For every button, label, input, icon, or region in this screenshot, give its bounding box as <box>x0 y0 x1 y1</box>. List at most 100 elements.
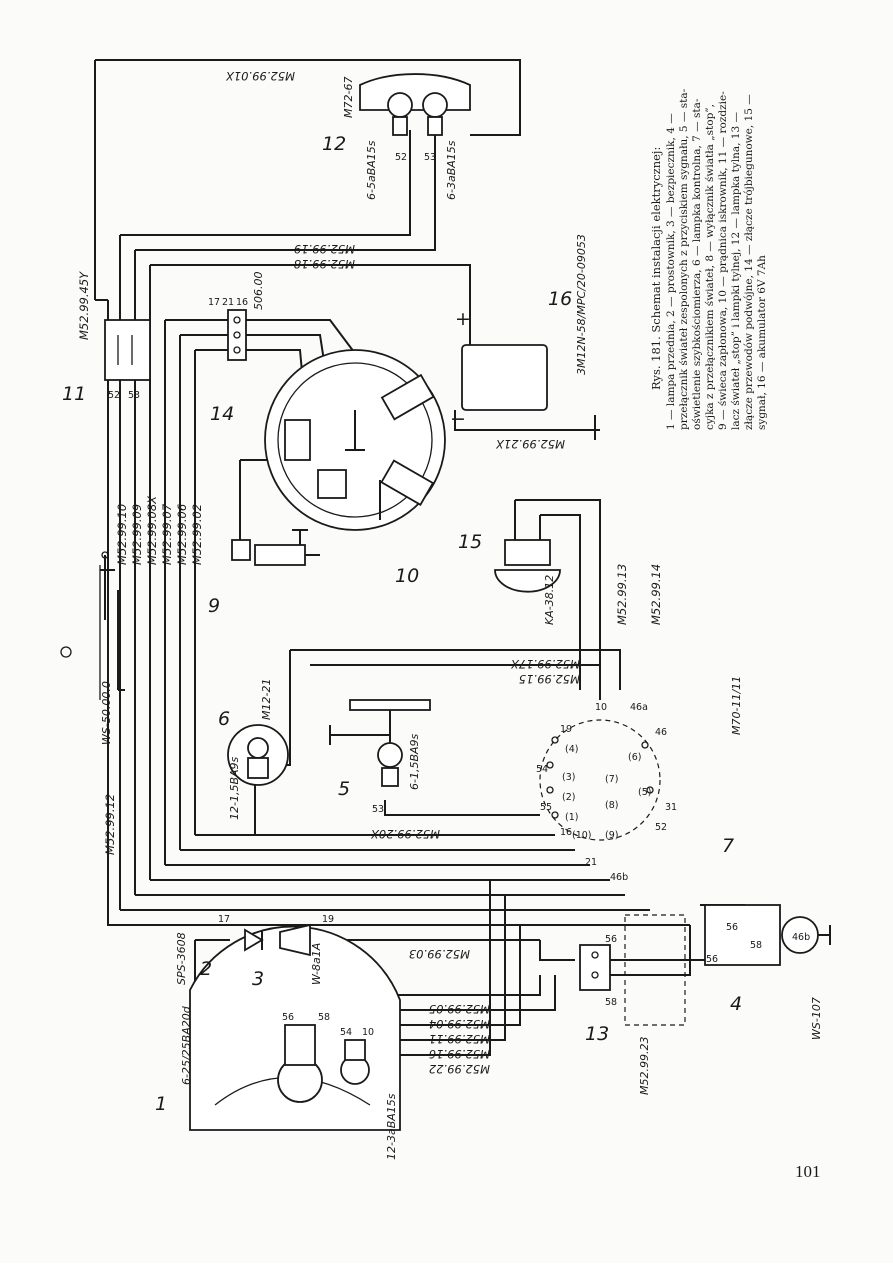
ign-pin-21: 21 <box>585 857 597 868</box>
horn-code: KA-38.12 <box>543 575 556 625</box>
pin-46b: 46b <box>792 932 810 943</box>
caption-line-2: przełącznik świateł zespolonych z przyci… <box>678 88 690 430</box>
switch4-code: WS-107 <box>810 997 823 1040</box>
wire-label-13: M52.99.13 <box>615 564 629 625</box>
ign-pos-9: (9) <box>605 830 618 841</box>
pilot-bulb-code: 12-1,5BA9s <box>228 756 241 820</box>
caption-title: Rys. 181. Schemat instalacji elektryczne… <box>649 147 663 390</box>
ign-pin-16: 16 <box>560 827 572 838</box>
wire-label-01x: M52.99.01X <box>225 69 295 83</box>
headlamp-1: 56 58 54 10 <box>189 925 401 1131</box>
wire-label-08x: M52.99.08X <box>145 495 159 565</box>
pilot-lamp-6 <box>227 724 289 786</box>
ignition-code: M70-11/11 <box>730 676 743 735</box>
ign-pos-1: (1) <box>565 812 578 823</box>
taillamp-code: M72-67 <box>342 77 355 118</box>
pin-54: 54 <box>340 1027 352 1038</box>
wire-label-09: M52.99.09 <box>130 504 144 565</box>
label-3: 3 <box>252 968 264 990</box>
conn14-pin-16: 16 <box>236 297 248 308</box>
tail-bulb2-code: 6-3aBA15s <box>445 140 458 200</box>
wire-label-02: M52.99.02 <box>190 504 204 565</box>
label-16: 16 <box>548 288 572 310</box>
caption-line-1: 1 — lampa przednia, 2 — prostownik, 3 — … <box>665 113 677 430</box>
connector-13: 56 58 <box>579 934 617 1008</box>
wire-label-18: M52.99.18 <box>294 257 355 271</box>
pin-56b: 56 <box>605 934 617 945</box>
label-13: 13 <box>585 1023 609 1045</box>
ign-pos-10: (10) <box>572 830 592 841</box>
ign-pos-3: (3) <box>562 772 575 783</box>
pin-58b: 58 <box>605 997 617 1008</box>
label-15: 15 <box>458 531 482 553</box>
pin-56c: 56 <box>726 922 738 933</box>
wire-labels: M52.99.01X M52.99.45Y M52.99.19 M52.99.1… <box>77 69 663 1076</box>
connector-14: 17 21 16 <box>208 297 248 361</box>
pilot-lamp-code: M12-21 <box>260 679 273 720</box>
pin-58: 58 <box>318 1012 330 1023</box>
pin-56d: 56 <box>706 954 718 965</box>
wire-label-20x: M52.99.20X <box>370 827 440 841</box>
headlamp-bulb-code: 6-25/25BA20d <box>180 1005 193 1085</box>
pin-56: 56 <box>282 1012 294 1023</box>
parking-bulb-code: 12-3aBA15s <box>385 1093 398 1160</box>
ign-pin-54: 54 <box>536 764 548 775</box>
caption-line-6: lacz świateł „stop” i lampki tylnej, 12 … <box>730 112 742 430</box>
wire-label-03: M52.99.03 <box>409 947 470 961</box>
wire-label-05: M52.99.05 <box>429 1002 490 1016</box>
label-2: 2 <box>200 958 212 980</box>
stop-switch-8 <box>60 551 125 691</box>
ign-pin-55: 55 <box>540 802 552 813</box>
wire-label-07: M52.99.07 <box>160 503 174 565</box>
ign-pin-10: 10 <box>595 702 607 713</box>
generator-10 <box>264 349 446 531</box>
connector13-code: M52.99.23 <box>638 1037 651 1095</box>
light-switch-4: 56 58 56 46b <box>704 904 831 966</box>
label-4: 4 <box>730 993 742 1015</box>
wire-label-10: M52.99.10 <box>115 504 129 565</box>
wire-label-21x: M52.99.21X <box>495 437 565 451</box>
label-12: 12 <box>322 133 346 155</box>
tail-lamp-12: 52 53 <box>359 73 471 163</box>
speedo-bulb-code: 6-1,5BA9s <box>408 733 421 790</box>
relay-pin-52: 52 <box>108 390 120 401</box>
conn14-pin-17: 17 <box>208 297 220 308</box>
ignition-switch-7: 19 54 55 16 21 46b 52 31 46 46a 10 (4) (… <box>536 702 677 883</box>
ign-pin-52: 52 <box>655 822 667 833</box>
wire-label-04: M52.99.04 <box>429 1017 490 1031</box>
ign-pos-6: (6) <box>628 752 641 763</box>
label-14: 14 <box>210 403 234 425</box>
pin-17b: 17 <box>218 914 230 925</box>
pin-58c: 58 <box>750 940 762 951</box>
speedo-lamp-5: 53 <box>329 699 431 815</box>
connector14-code: 506.00 <box>252 272 265 311</box>
rectifier-2: 17 <box>218 914 264 952</box>
relay-11: 52 53 <box>104 319 151 401</box>
battery-plus: + <box>455 308 471 330</box>
tail-bulb1-code: 6-5aBA15s <box>365 140 378 200</box>
label-1: 1 <box>155 1093 167 1115</box>
battery-code: 3M12N-58/MPC/20-09053 <box>575 234 588 375</box>
ign-pin-46b: 46b <box>610 872 628 883</box>
ign-pin-46a: 46a <box>630 702 648 713</box>
wire-label-17x: M52.99.17X <box>510 657 580 671</box>
caption-line-4: cyjka z przełącznikiem świateł, 8 — wyłą… <box>704 104 716 430</box>
ign-pin-31: 31 <box>665 802 677 813</box>
wire-label-12: M52.99.12 <box>103 794 117 855</box>
ign-pos-4: (4) <box>565 744 578 755</box>
wire-label-19: M52.99.19 <box>294 242 355 256</box>
caption-line-3: oświetlenie szybkościomierza, 6 — lampka… <box>691 98 703 430</box>
stop-switch-code: WS-50.00.0 <box>100 681 113 745</box>
wire-label-06: M52.99.06 <box>175 504 189 565</box>
label-10: 10 <box>395 565 419 587</box>
wire-label-45y: M52.99.45Y <box>77 271 91 340</box>
wire-label-22: M52.99.22 <box>429 1062 490 1076</box>
label-11: 11 <box>62 383 86 405</box>
fuse-3: 19 <box>279 914 334 957</box>
wire-label-16: M52.99.16 <box>429 1047 490 1061</box>
caption-line-7: złącze przewodów podwójne, 14 — złącze t… <box>743 94 755 430</box>
battery-minus: − <box>450 408 466 430</box>
conn14-pin-21: 21 <box>222 297 234 308</box>
